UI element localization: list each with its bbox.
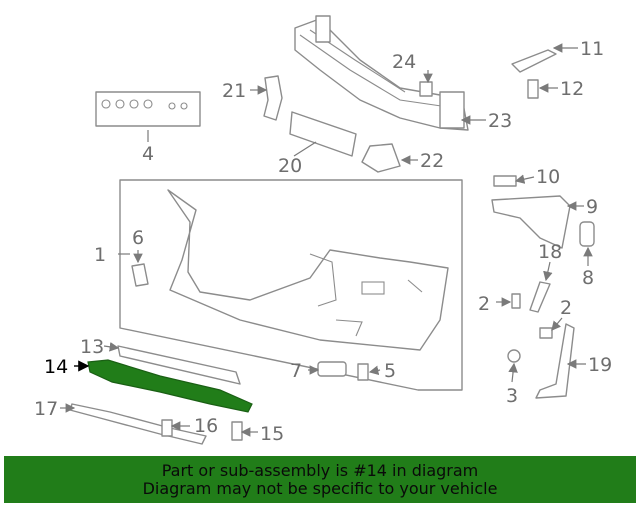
callout-21[interactable]: 21 <box>222 80 246 102</box>
callout-24[interactable]: 24 <box>392 51 416 73</box>
grille-strip-part <box>117 345 241 385</box>
callout-11[interactable]: 11 <box>580 38 604 60</box>
callout-4[interactable]: 4 <box>142 143 154 165</box>
callout-17[interactable]: 17 <box>34 398 58 420</box>
bolt-12-part <box>527 79 539 99</box>
callout-19[interactable]: 19 <box>588 354 612 376</box>
fastener-2a-part <box>511 293 521 309</box>
lower-deflector-highlighted-part <box>87 359 253 413</box>
callout-2b[interactable]: 2 <box>560 297 572 319</box>
reinforcement-bar-part <box>294 15 469 131</box>
fastener-2b-part <box>539 327 553 339</box>
callout-2a[interactable]: 2 <box>478 293 490 315</box>
callout-16[interactable]: 16 <box>194 415 218 437</box>
plate-bracket-part <box>289 111 357 157</box>
reflector-part <box>579 221 595 247</box>
screw-16-part <box>161 419 173 437</box>
info-banner: Part or sub-assembly is #14 in diagram D… <box>4 456 636 503</box>
side-bracket-part <box>491 195 571 249</box>
callout-18[interactable]: 18 <box>538 241 562 263</box>
hardware-kit-part <box>95 91 201 127</box>
lower-trim-part <box>69 403 207 445</box>
callout-1[interactable]: 1 <box>94 244 106 266</box>
banner-line-disclaimer: Diagram may not be specific to your vehi… <box>142 478 498 498</box>
callout-22[interactable]: 22 <box>420 150 444 172</box>
callout-3[interactable]: 3 <box>506 385 518 407</box>
callout-13[interactable]: 13 <box>80 336 104 358</box>
screw-15-part <box>231 421 243 441</box>
parts-diagram: 1 2 2 3 4 5 6 7 8 9 10 11 12 13 14 15 16… <box>34 15 612 445</box>
callout-9[interactable]: 9 <box>586 196 598 218</box>
callout-15[interactable]: 15 <box>260 423 284 445</box>
cover-7-part <box>317 361 347 377</box>
callout-8[interactable]: 8 <box>582 267 594 289</box>
bolt-part <box>419 81 433 97</box>
screw-5-part <box>357 363 369 381</box>
callout-14-highlighted[interactable]: 14 <box>44 356 68 378</box>
side-strip-part <box>535 323 575 399</box>
clip-6-part <box>131 263 149 287</box>
callout-7[interactable]: 7 <box>290 360 302 382</box>
callout-5[interactable]: 5 <box>384 360 396 382</box>
side-trim-part <box>529 281 551 313</box>
bumper-cover-part <box>119 179 463 391</box>
leader-lines <box>60 43 593 437</box>
banner-line-part-info: Part or sub-assembly is #14 in diagram <box>161 460 479 480</box>
bracket-part <box>263 75 283 121</box>
callout-10[interactable]: 10 <box>536 166 560 188</box>
callout-23[interactable]: 23 <box>488 110 512 132</box>
upper-bracket-part <box>511 49 557 73</box>
callout-20[interactable]: 20 <box>278 155 302 177</box>
callout-12[interactable]: 12 <box>560 78 584 100</box>
callout-6[interactable]: 6 <box>132 227 144 249</box>
clip-3-part <box>507 349 521 363</box>
mount-part <box>361 143 401 173</box>
bolt-10-part <box>493 175 517 187</box>
callout-labels: 1 2 2 3 4 5 6 7 8 9 10 11 12 13 14 15 16… <box>34 38 612 445</box>
